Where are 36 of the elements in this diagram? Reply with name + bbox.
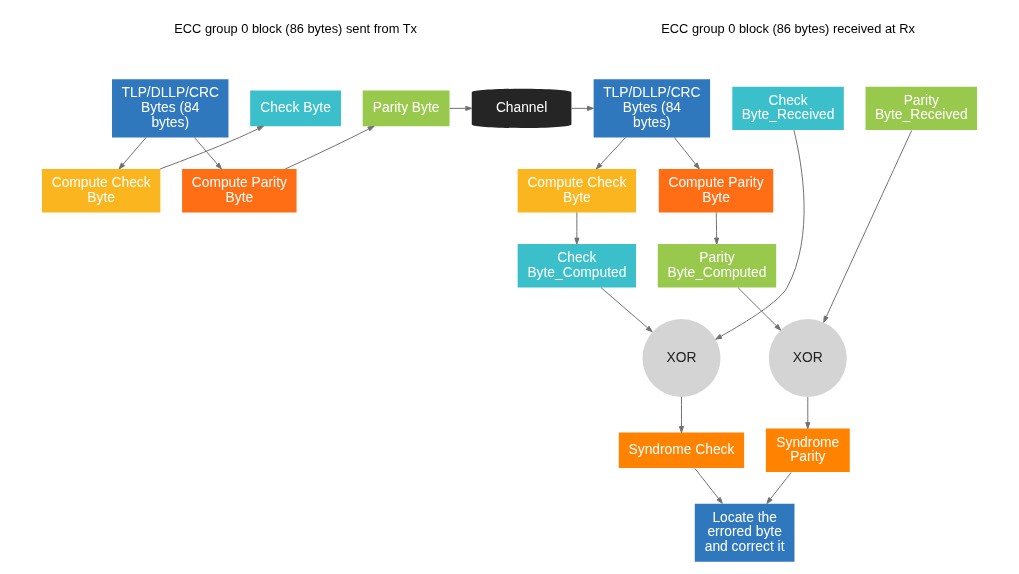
arrow (574, 212, 580, 245)
node-box: Parity Byte_Computed (657, 244, 777, 288)
arrow (449, 105, 473, 111)
arrow (595, 137, 627, 170)
arrow (159, 125, 264, 170)
node-box: Check Byte_Received (732, 86, 844, 131)
arrow (678, 396, 685, 433)
arrow (737, 287, 782, 331)
node-box: Compute Parity Byte (182, 169, 297, 213)
node-box: Parity Byte (362, 90, 450, 127)
node-box: TLP/DLLP/CRC Bytes (84 bytes) (112, 79, 229, 138)
node-box: Check Byte_Computed (517, 244, 637, 288)
arrow (570, 105, 594, 111)
arrow (694, 467, 723, 504)
arrow (284, 125, 375, 170)
node-box: Compute Check Byte (41, 169, 161, 213)
arrow (673, 137, 700, 170)
node-circle: XOR (768, 319, 847, 398)
arrow (715, 129, 805, 340)
arrow (823, 129, 913, 323)
label: ECC group 0 block (86 bytes) sent from Tx (174, 21, 417, 37)
node-box: Parity Byte_Received (865, 86, 978, 131)
node-box: Syndrome Check (618, 432, 745, 469)
node-box: Locate the errored byte and correct it (694, 503, 795, 562)
arrow (766, 471, 792, 504)
label: ECC group 0 block (86 bytes) received at Rx (661, 21, 915, 37)
node-box: Syndrome Parity (765, 428, 850, 473)
arrow (118, 137, 147, 170)
node-box: TLP/DLLP/CRC Bytes (84 bytes) (593, 79, 711, 138)
node-box: Check Byte (250, 90, 341, 127)
arrow (193, 137, 222, 170)
node-box: Compute Parity Byte (658, 169, 774, 213)
node-box: Compute Check Byte (517, 169, 637, 213)
arrow (600, 287, 653, 333)
arrow (714, 212, 720, 245)
arrow (805, 396, 811, 430)
